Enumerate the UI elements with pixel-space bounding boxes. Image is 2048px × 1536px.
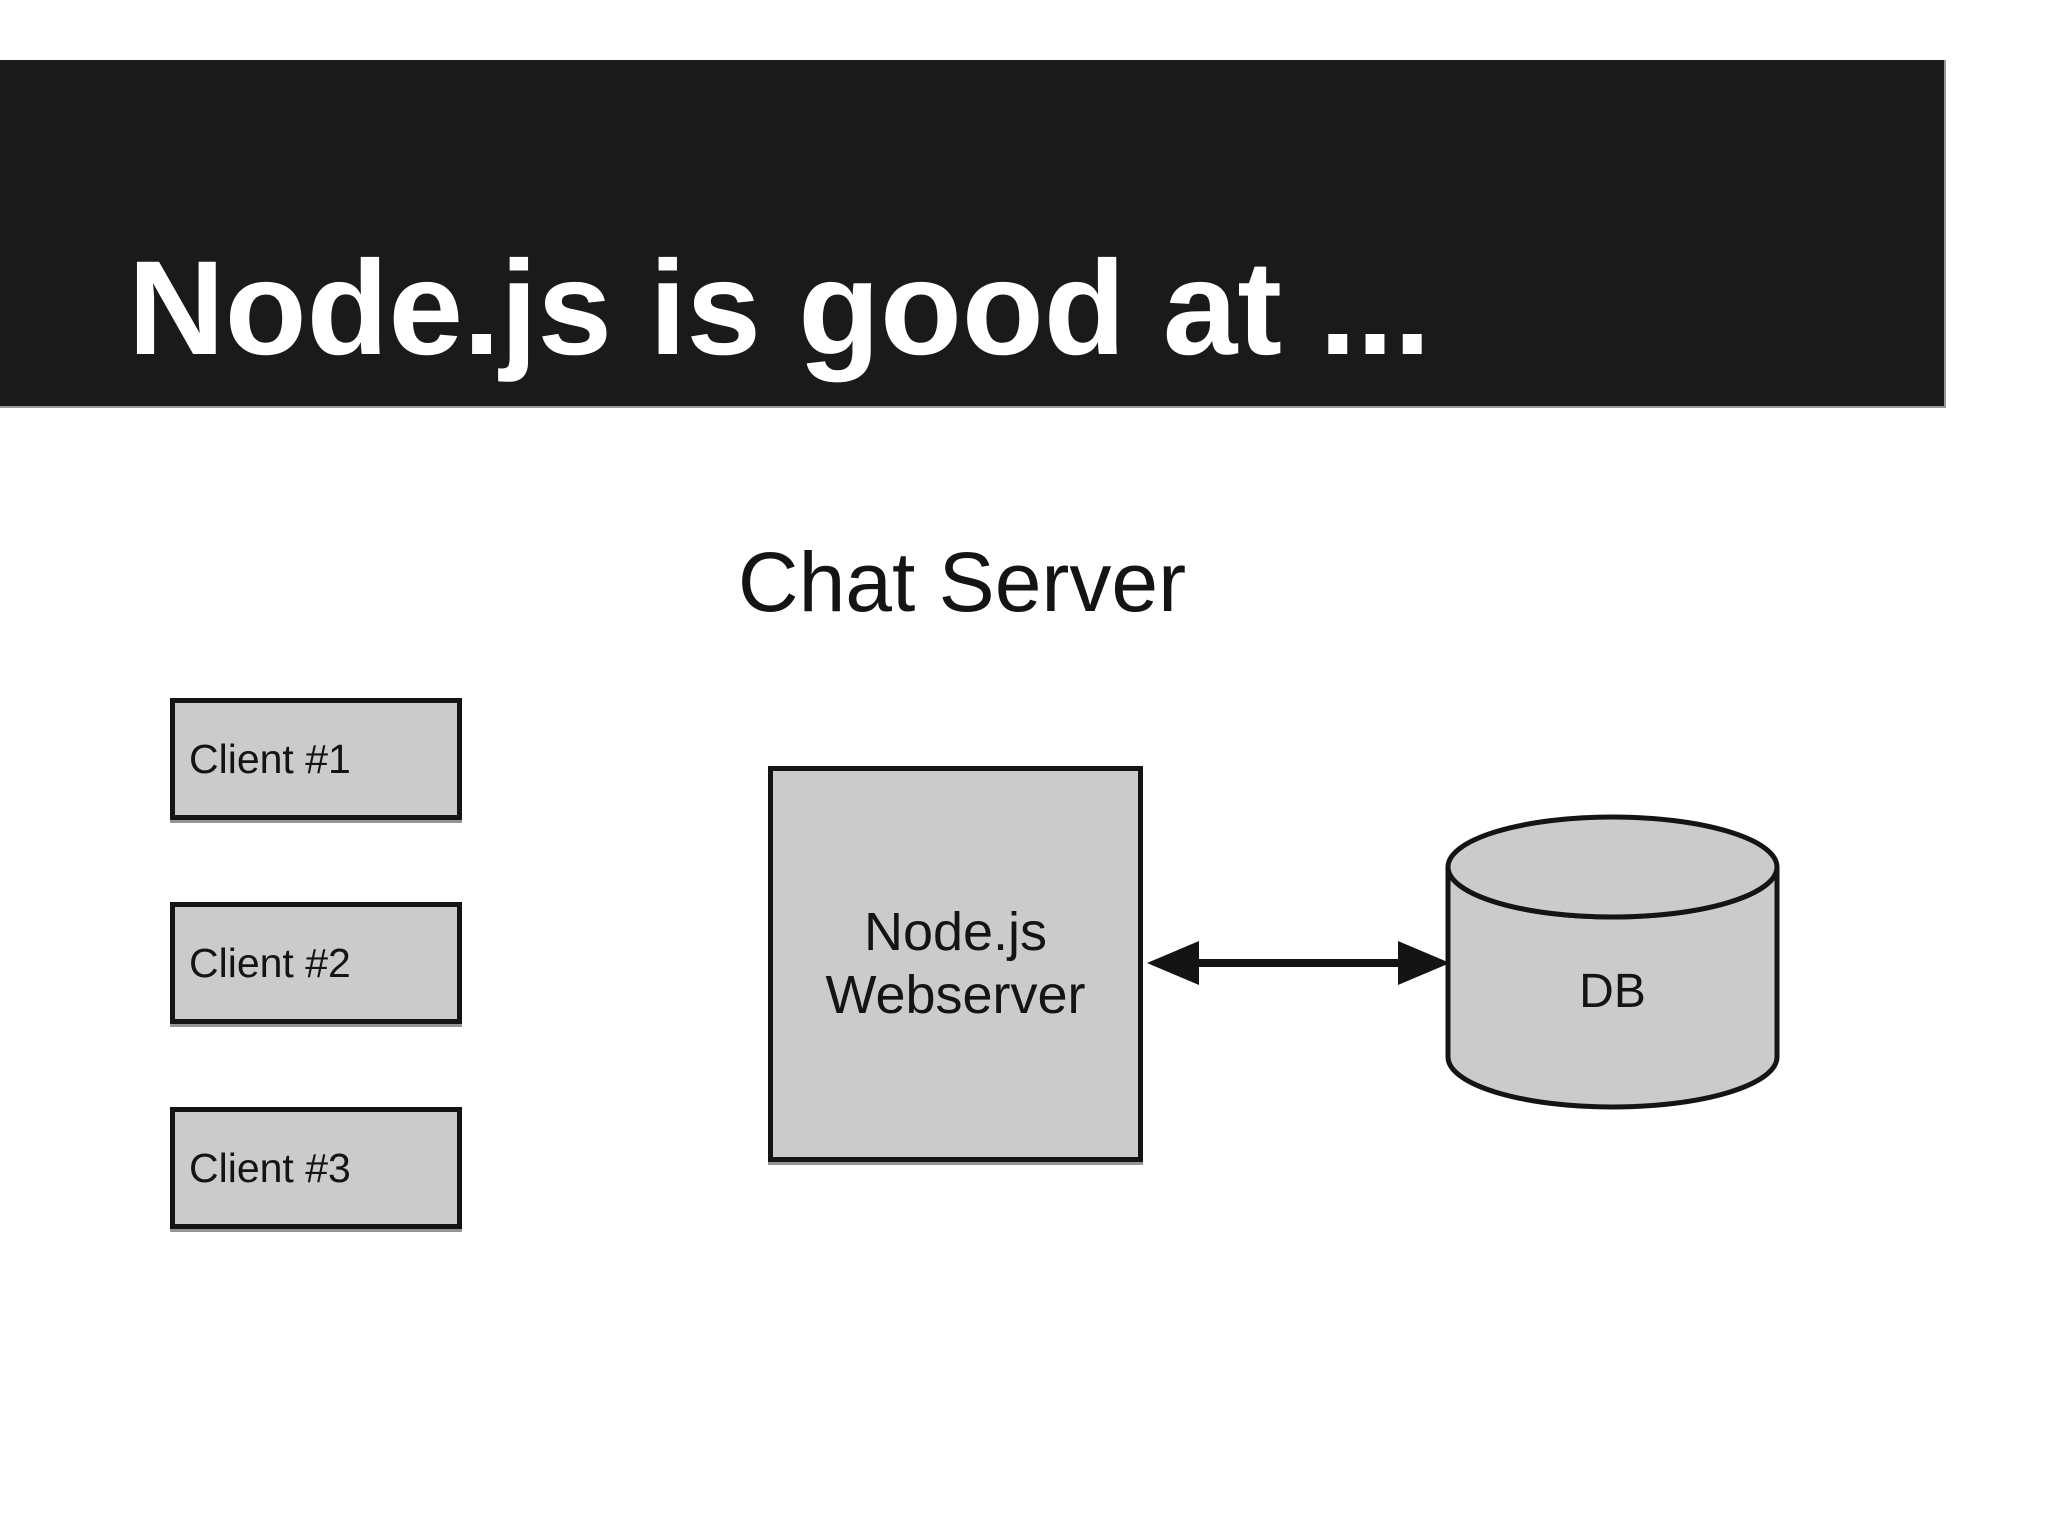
db-cylinder-top — [1445, 814, 1780, 920]
header-bar: Node.js is good at ... — [0, 60, 1946, 408]
client-1-label: Client #1 — [189, 735, 351, 782]
webserver-label-line2: Webserver — [825, 965, 1086, 1025]
webserver-label-line1: Node.js — [863, 901, 1048, 962]
db-cylinder-body — [1445, 864, 1780, 1110]
db-cylinder: DB — [1445, 814, 1780, 1110]
client-3-label: Client #3 — [189, 1144, 351, 1191]
client-1-box: Client #1 — [170, 698, 462, 820]
webserver-box: Node.js Webserver — [768, 766, 1143, 1162]
client-3-box: Client #3 — [170, 1107, 462, 1229]
bidirectional-arrow-icon — [1147, 941, 1450, 985]
webserver-label: Node.js Webserver — [825, 901, 1085, 1027]
db-label: DB — [1579, 965, 1646, 1018]
client-2-box: Client #2 — [170, 902, 462, 1024]
slide-title: Node.js is good at ... — [128, 234, 1431, 383]
diagram-title: Chat Server — [737, 535, 1187, 629]
client-2-label: Client #2 — [189, 939, 351, 986]
